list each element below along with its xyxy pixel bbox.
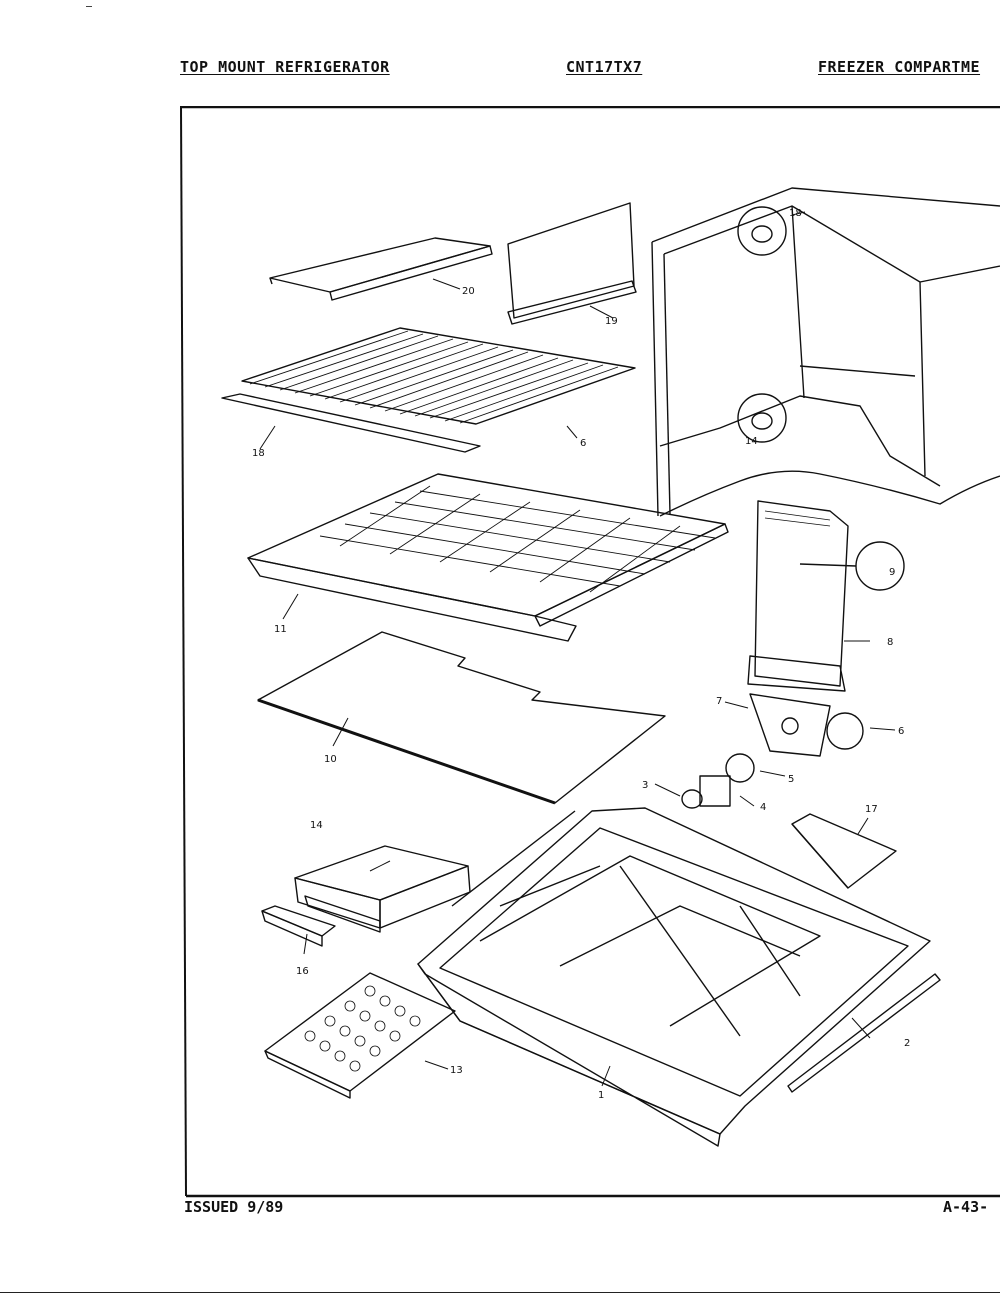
header-product-type: TOP MOUNT REFRIGERATOR: [180, 58, 390, 76]
part-8-duct: [747, 500, 849, 692]
part-12-wire-shelf: [221, 327, 636, 453]
callout-3: 3: [642, 780, 648, 791]
callout-4: 4: [760, 802, 766, 813]
exploded-parts-diagram: 20 19 6 18 11 10 14 16 13 1 2 17 18 14 9…: [180, 106, 1000, 1198]
part-6-grommet: [826, 712, 864, 750]
callout-7: 7: [716, 696, 722, 707]
part-11-freezer-shelf: [247, 473, 729, 642]
part-5-fan-blade: [725, 753, 755, 783]
part-16-handle: [261, 905, 336, 947]
header-model-number: CNT17TX7: [566, 58, 643, 76]
part-9-damper: [799, 541, 905, 591]
callout-16: 16: [296, 966, 309, 977]
cabinet-freezer: [651, 187, 1000, 517]
part-10-liner: [257, 631, 666, 805]
callout-14-cabinet: 14: [745, 436, 758, 447]
callout-20: 20: [462, 286, 475, 297]
bottom-rule: [0, 1292, 1000, 1293]
part-19-divider: [507, 202, 637, 325]
callout-19: 19: [605, 316, 618, 327]
part-17-cover: [791, 813, 897, 889]
callout-18-upper: 18: [789, 208, 802, 219]
part-7-bracket: [749, 693, 831, 757]
callout-2: 2: [904, 1038, 910, 1049]
part-4-motor: [699, 775, 731, 807]
callout-5: 5: [788, 774, 794, 785]
callout-18-lower: 18: [252, 448, 265, 459]
part-1-evaporator-cover: [417, 807, 931, 1147]
part-20-shelf: [269, 237, 493, 301]
callout-13: 13: [450, 1065, 463, 1076]
footer-issue-date: ISSUED 9/89: [184, 1198, 284, 1216]
callout-9: 9: [889, 567, 895, 578]
part-14-pan: [294, 845, 471, 933]
callout-12: 6: [580, 438, 586, 449]
callout-11: 11: [274, 624, 287, 635]
diagram-frame: 20 19 6 18 11 10 14 16 13 1 2 17 18 14 9…: [180, 106, 1000, 1198]
part-13-ice-tray: [264, 972, 456, 1099]
scan-mark: [86, 6, 92, 7]
callout-6: 6: [898, 726, 904, 737]
header-section-title: FREEZER COMPARTME: [818, 58, 981, 76]
callout-17: 17: [865, 804, 878, 815]
callout-8: 8: [887, 637, 893, 648]
callout-1: 1: [598, 1090, 604, 1101]
callout-10: 10: [324, 754, 337, 765]
callout-14-pan: 14: [310, 820, 323, 831]
part-3-thermostat: [681, 789, 703, 809]
footer-page-number: A-43-: [943, 1198, 989, 1216]
part-2-strip: [451, 810, 941, 1093]
